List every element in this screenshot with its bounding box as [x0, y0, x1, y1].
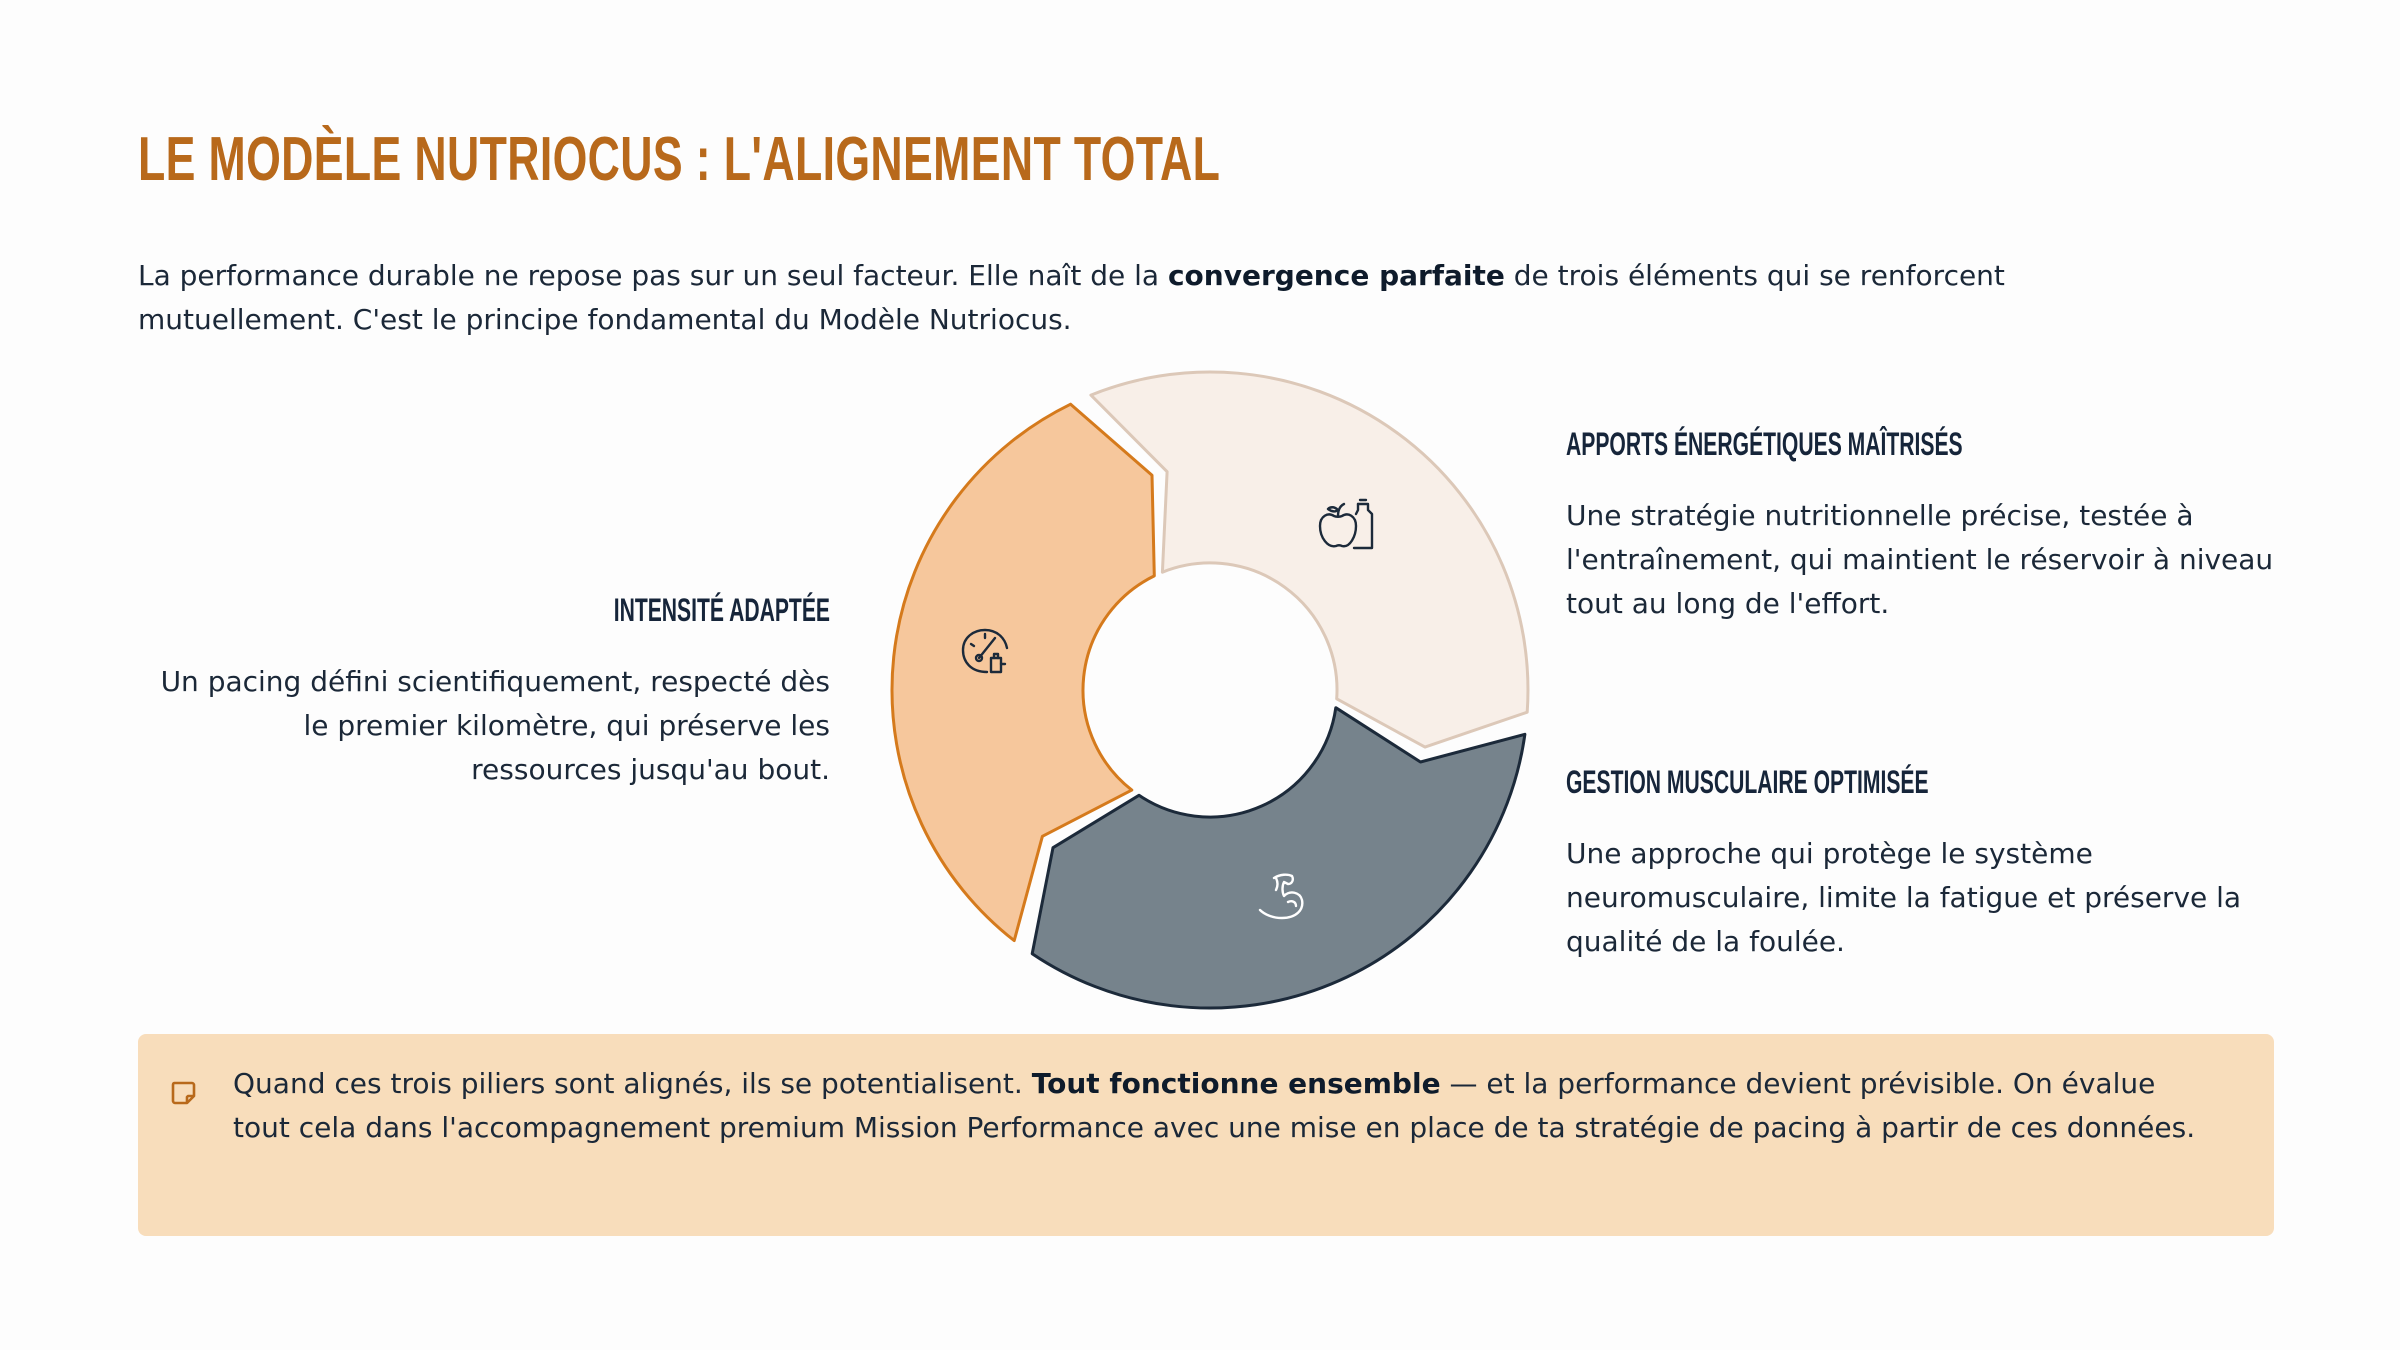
speed-gauge-icon	[961, 628, 1009, 674]
pillar-intensity-heading: Intensité adaptée	[613, 592, 830, 628]
apple-bottle-icon	[1318, 498, 1374, 550]
pillar-muscle-text: Une approche qui protège le système neur…	[1566, 837, 2242, 958]
sticky-note-icon	[171, 1081, 196, 1105]
pillar-muscle-heading: Gestion musculaire optimisée	[1566, 764, 1929, 800]
pillar-intensity-text: Un pacing défini scientifiquement, respe…	[160, 665, 830, 786]
intro-paragraph: La performance durable ne repose pas sur…	[138, 254, 2118, 342]
intro-highlight: convergence parfaite	[1167, 259, 1505, 292]
cycle-diagram	[890, 370, 1530, 1010]
conclusion-callout: Quand ces trois piliers sont alignés, il…	[138, 1034, 2274, 1236]
segment-energy	[1089, 370, 1530, 749]
pillar-energy: Apports énergétiques maîtrisés Une strat…	[1566, 424, 2286, 626]
pillar-intensity: Intensité adaptée Un pacing défini scien…	[150, 590, 830, 792]
flexed-bicep-icon	[1258, 873, 1304, 920]
callout-text-end: — et la performance devient prévisible. …	[233, 1067, 2196, 1144]
intro-text-end: de trois éléments qui se renforcent mutu…	[138, 259, 2005, 336]
callout-text: Quand ces trois piliers sont alignés, il…	[233, 1062, 2204, 1150]
segment-muscle	[1030, 706, 1527, 1010]
callout-text-start: Quand ces trois piliers sont alignés, il…	[233, 1067, 1032, 1100]
pillar-muscle: Gestion musculaire optimisée Une approch…	[1566, 762, 2286, 964]
pillar-energy-text: Une stratégie nutritionnelle précise, te…	[1566, 499, 2274, 620]
segment-intensity	[890, 402, 1156, 943]
page-title: Le Modèle Nutriocus : l'alignement total	[138, 125, 1221, 194]
pillar-energy-heading: Apports énergétiques maîtrisés	[1566, 426, 1963, 462]
callout-highlight: Tout fonctionne ensemble	[1031, 1067, 1441, 1100]
intro-text-start: La performance durable ne repose pas sur…	[138, 259, 1168, 292]
